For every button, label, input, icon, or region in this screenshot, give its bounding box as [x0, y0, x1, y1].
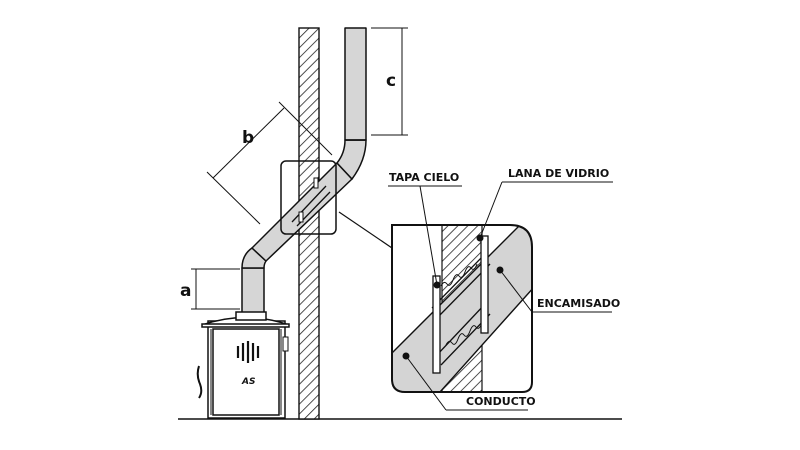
dimension-b-label: b [242, 128, 254, 148]
zoom-connector [338, 211, 393, 249]
label-conducto: CONDUCTO [466, 395, 536, 408]
stove-logo: AS [241, 377, 255, 387]
wall-cover-box [280, 160, 337, 235]
stove-vent [236, 341, 260, 363]
label-tapa-cielo: TAPA CIELO [389, 171, 459, 184]
dimension-a [191, 268, 240, 310]
dimension-c [371, 27, 408, 136]
tapa-cielo-plate-right [480, 235, 489, 334]
dimension-a-label: a [180, 281, 191, 301]
label-lana-de-vidrio: LANA DE VIDRIO [508, 167, 609, 180]
dimension-b [206, 101, 333, 225]
dimension-c-label: c [386, 71, 396, 91]
stove-handle [196, 365, 203, 399]
tapa-cielo-plate-left [432, 275, 441, 374]
zoom-detail [391, 224, 533, 393]
label-encamisado: ENCAMISADO [537, 297, 620, 310]
stove [196, 311, 290, 419]
callout-leaders [388, 181, 613, 411]
